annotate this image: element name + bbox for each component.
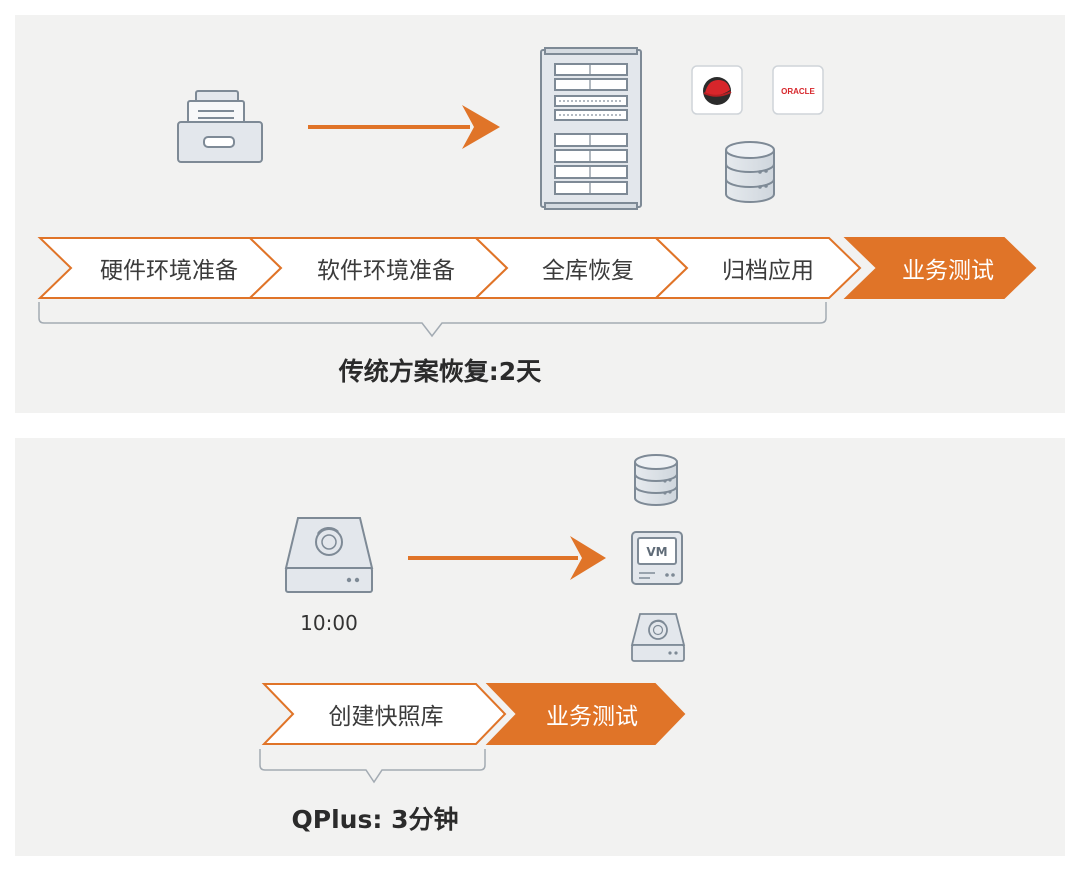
step-label: 软件环境准备 (317, 258, 455, 284)
server-rack-icon (540, 47, 642, 210)
svg-text:ORACLE: ORACLE (781, 87, 815, 96)
snapshot-time: 10:00 (300, 611, 358, 635)
arrow-right-icon (408, 536, 606, 580)
database-icon (634, 454, 678, 506)
bracket-bottom (259, 749, 486, 784)
qplus-summary: QPlus: 3分钟 (291, 805, 459, 834)
bracket-top (38, 302, 827, 338)
step-label: 全库恢复 (542, 258, 634, 284)
oracle-logo-icon: ORACLE (772, 65, 824, 115)
step-chevron-archive-apply (653, 237, 862, 299)
svg-text:VM: VM (646, 545, 667, 559)
step-chevron-create-snapshot (261, 683, 507, 745)
step-label-active: 业务测试 (546, 704, 638, 730)
step-label: 创建快照库 (328, 704, 444, 730)
vm-icon: VM (631, 531, 683, 585)
step-chevron-business-test (843, 237, 1037, 299)
redhat-logo-icon (691, 65, 743, 115)
snapshot-disk-icon (630, 613, 686, 662)
database-icon (725, 141, 775, 203)
step-label: 归档应用 (722, 258, 814, 284)
qplus-recovery-panel (15, 438, 1065, 856)
snapshot-disk-icon (284, 517, 374, 593)
traditional-summary: 传统方案恢复:2天 (338, 357, 542, 386)
arrow-right-icon (308, 105, 500, 149)
archive-drawer-icon (177, 90, 263, 163)
step-label: 硬件环境准备 (100, 258, 238, 284)
step-chevron-business-test (485, 683, 686, 745)
step-label-active: 业务测试 (902, 258, 994, 284)
